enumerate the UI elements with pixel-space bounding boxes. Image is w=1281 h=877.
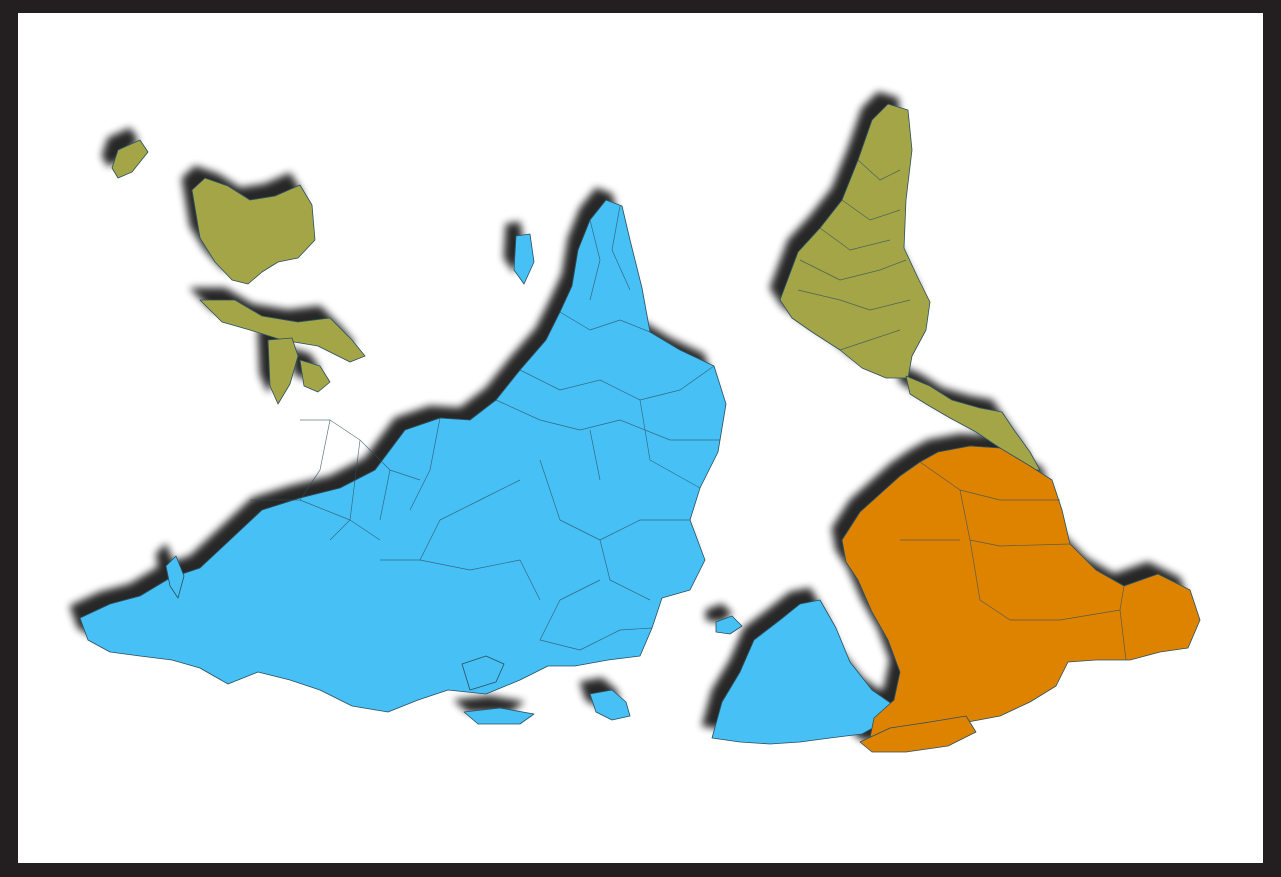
- region-africa: [711, 599, 893, 745]
- region-java: [299, 359, 331, 393]
- region-asia: [79, 199, 727, 713]
- region-sri-lanka: [513, 233, 535, 285]
- region-south-america: [779, 103, 931, 379]
- region-arctic-island: [461, 655, 505, 691]
- region-uk: [589, 689, 631, 721]
- region-tasmania: [111, 139, 149, 179]
- region-greenland: [859, 715, 977, 753]
- region-svalbard: [463, 707, 535, 725]
- region-new-guinea: [199, 299, 366, 363]
- region-north-america: [841, 445, 1201, 741]
- region-australia: [191, 177, 316, 285]
- region-madagascar: [715, 615, 743, 635]
- country-borders: [250, 159, 1127, 661]
- region-borneo: [267, 337, 299, 405]
- region-central-america: [905, 375, 1041, 471]
- region-japan: [165, 555, 185, 599]
